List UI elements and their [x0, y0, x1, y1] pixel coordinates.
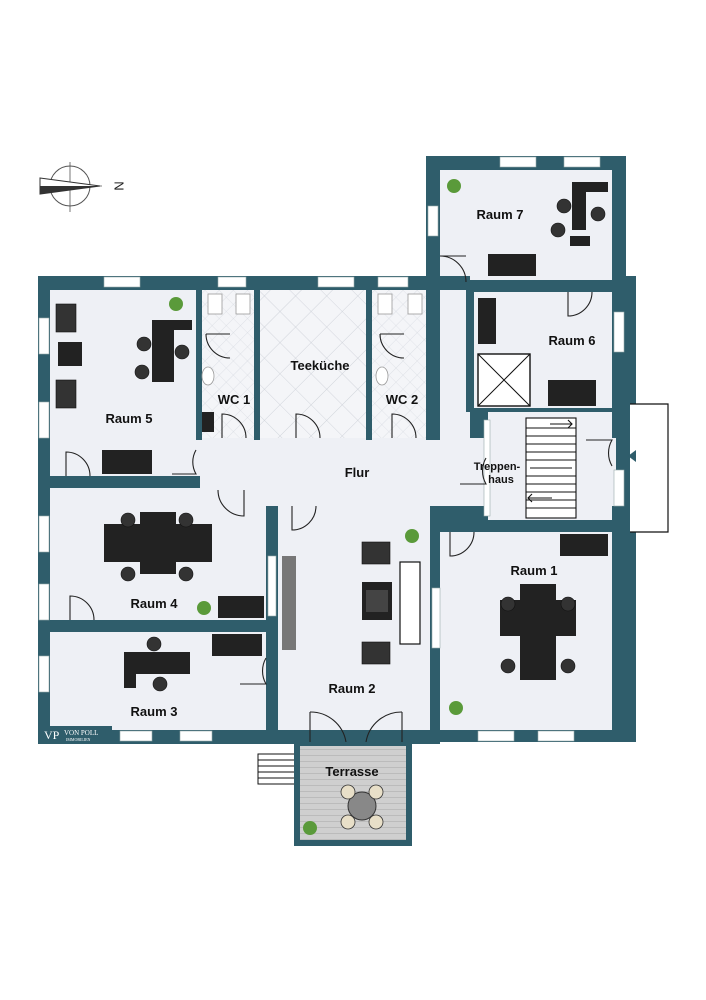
- logo-name: VON POLL: [64, 729, 98, 737]
- room-label-treppenhaus-1: Treppen-: [474, 461, 521, 473]
- room-labels: Raum 7 Raum 6 Raum 5 Teeküche WC 1 WC 2 …: [106, 207, 596, 779]
- windows: [38, 156, 625, 742]
- plant-icon: [449, 701, 463, 715]
- doors: [65, 255, 613, 743]
- room-label-flur: Flur: [345, 465, 370, 480]
- room-label-wc1: WC 1: [218, 392, 251, 407]
- room-label-terrasse: Terrasse: [325, 764, 378, 779]
- room-label-raum4: Raum 4: [131, 596, 179, 611]
- room-label-raum7: Raum 7: [477, 207, 524, 222]
- logo-tagline: IMMOBILIEN: [66, 737, 91, 742]
- room-label-teekueche: Teeküche: [290, 358, 349, 373]
- room-label-raum1: Raum 1: [511, 563, 558, 578]
- plant-icon: [405, 529, 419, 543]
- room-label-raum3: Raum 3: [131, 704, 178, 719]
- room-label-wc2: WC 2: [386, 392, 419, 407]
- plant-icon: [169, 297, 183, 311]
- elevator-shaft: [477, 353, 531, 407]
- logo-monogram: VP: [44, 728, 60, 742]
- von-poll-logo: VP VON POLL IMMOBILIEN: [40, 726, 112, 742]
- plant-icon: [303, 821, 317, 835]
- entrance: [628, 403, 669, 533]
- plants: [169, 179, 463, 835]
- compass-north-label: N: [112, 181, 127, 190]
- plant-icon: [447, 179, 461, 193]
- staircase: [525, 417, 577, 519]
- exterior-steps: [257, 753, 297, 785]
- furniture: [55, 182, 608, 830]
- room-label-treppenhaus-2: haus: [488, 474, 514, 486]
- room-label-raum5: Raum 5: [106, 411, 153, 426]
- plant-icon: [197, 601, 211, 615]
- room-label-raum6: Raum 6: [549, 333, 596, 348]
- compass-icon: [39, 162, 102, 212]
- room-label-raum2: Raum 2: [329, 681, 376, 696]
